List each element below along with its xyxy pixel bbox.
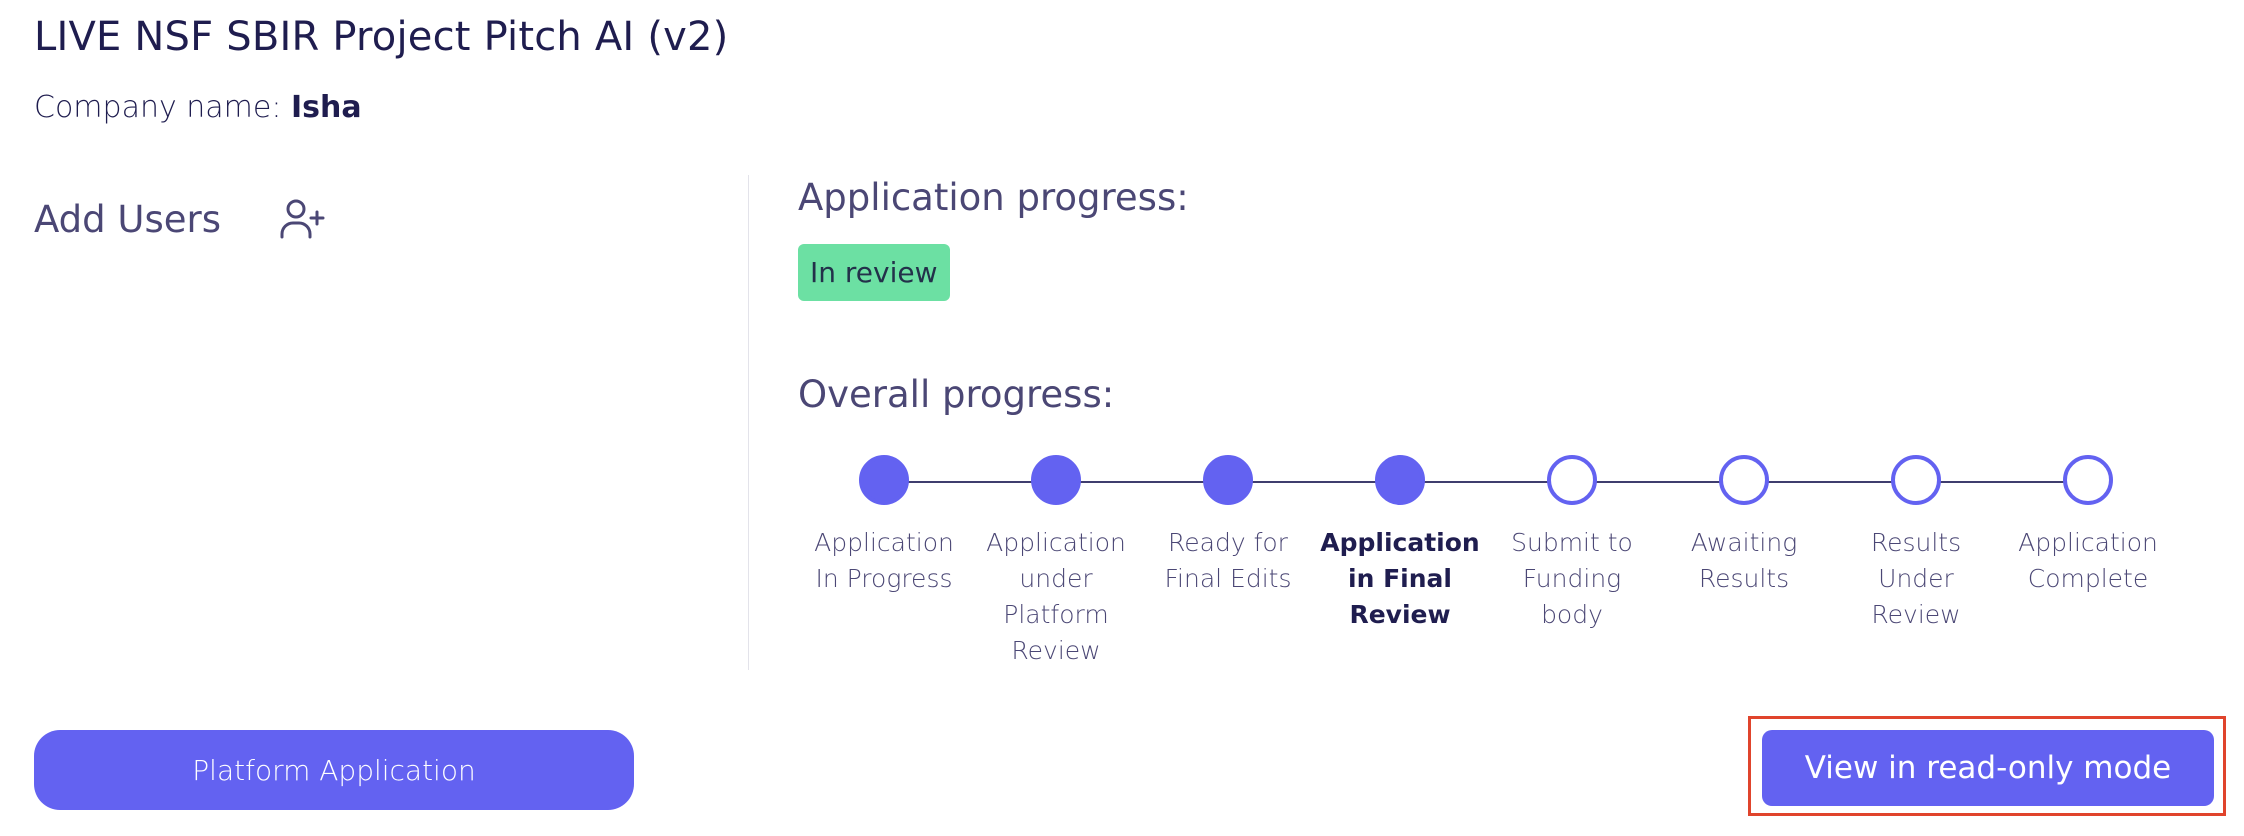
add-users-section: Add Users xyxy=(34,196,325,242)
progress-step: Application under Platform Review xyxy=(970,455,1142,669)
progress-step: Results Under Review xyxy=(1830,455,2002,633)
step-label: Application under Platform Review xyxy=(986,528,1126,665)
progress-step: Application in Final Review xyxy=(1314,455,1486,633)
step-complete-dot xyxy=(1203,455,1253,505)
stepper-track xyxy=(884,481,2090,483)
company-name-line: Company name: Isha xyxy=(34,90,362,125)
progress-stepper: Application In Progress Application under… xyxy=(798,455,2244,685)
highlight-frame xyxy=(1748,716,2226,816)
add-users-label: Add Users xyxy=(34,197,222,241)
progress-step: Ready for Final Edits xyxy=(1142,455,1314,597)
overall-progress-title: Overall progress: xyxy=(798,373,1115,416)
step-label: Application in Final Review xyxy=(1320,528,1480,629)
company-name-value: Isha xyxy=(291,90,362,125)
step-complete-dot xyxy=(1031,455,1081,505)
step-label: Results Under Review xyxy=(1870,528,1962,629)
step-label: Application In Progress xyxy=(814,528,954,593)
company-name-label: Company name: xyxy=(34,90,282,125)
step-label: Ready for Final Edits xyxy=(1164,528,1292,593)
step-pending-dot xyxy=(1547,455,1597,505)
step-pending-dot xyxy=(1719,455,1769,505)
step-pending-dot xyxy=(2063,455,2113,505)
progress-step: Application Complete xyxy=(2002,455,2174,597)
page-title: LIVE NSF SBIR Project Pitch AI (v2) xyxy=(34,14,729,60)
progress-step: Submit to Funding body xyxy=(1486,455,1658,633)
section-divider xyxy=(748,175,749,670)
view-read-only-button[interactable]: View in read-only mode xyxy=(1762,730,2214,806)
step-complete-dot xyxy=(1375,455,1425,505)
user-plus-icon[interactable] xyxy=(279,196,325,242)
step-label: Application Complete xyxy=(2018,528,2158,593)
platform-application-button[interactable]: Platform Application xyxy=(34,730,634,810)
step-complete-dot xyxy=(859,455,909,505)
step-label: Submit to Funding body xyxy=(1511,528,1633,629)
application-progress-title: Application progress: xyxy=(798,176,1189,219)
step-pending-dot xyxy=(1891,455,1941,505)
progress-step: Application In Progress xyxy=(798,455,970,597)
status-badge: In review xyxy=(798,244,950,301)
progress-step: Awaiting Results xyxy=(1658,455,1830,597)
step-label: Awaiting Results xyxy=(1690,528,1798,593)
